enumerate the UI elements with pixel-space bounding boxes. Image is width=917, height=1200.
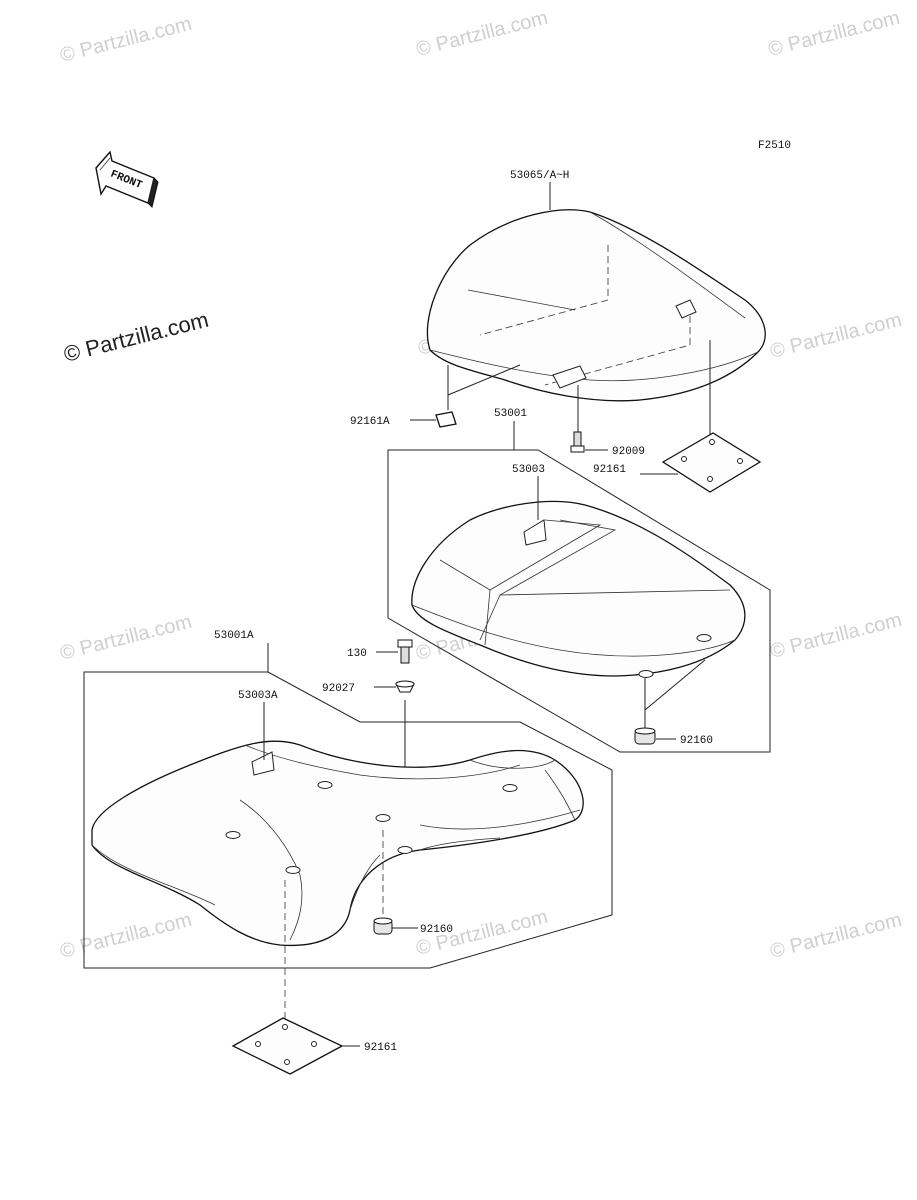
label-53001A: 53001A: [214, 630, 254, 642]
collar-92027: [395, 680, 415, 693]
diagram-code: F2510: [758, 140, 791, 152]
bolt-92009: [570, 431, 585, 453]
label-53001: 53001: [494, 408, 527, 420]
pad-92161-rear: [661, 432, 762, 493]
front-arrow-icon: FRONT: [95, 150, 159, 208]
watermark-text: © Partzilla.com: [766, 7, 902, 61]
pad-92161-front: [231, 1017, 344, 1075]
watermark-text: © Partzilla.com: [768, 909, 904, 963]
label-53003A: 53003A: [238, 690, 278, 702]
pad-92161A: [435, 411, 457, 428]
damper-92160-rear: [634, 727, 656, 745]
watermark-text: © Partzilla.com: [414, 7, 550, 61]
bolt-130: [397, 639, 413, 664]
label-92009: 92009: [612, 446, 645, 458]
label-53065: 53065/A~H: [510, 170, 569, 182]
seat-cover-53065: [426, 209, 766, 402]
seat-53001: [411, 500, 746, 678]
label-92161-front: 92161: [364, 1042, 397, 1054]
watermark-main-text: © Partzilla.com: [61, 307, 211, 367]
watermark-text: © Partzilla.com: [58, 611, 194, 665]
watermark-text: © Partzilla.com: [768, 309, 904, 363]
seat-53001A: [91, 740, 584, 947]
label-92161-rear: 92161: [593, 464, 626, 476]
label-92161A: 92161A: [350, 416, 390, 428]
watermark-text: © Partzilla.com: [58, 13, 194, 67]
label-53003: 53003: [512, 464, 545, 476]
damper-92160-front: [373, 917, 393, 935]
label-92027: 92027: [322, 683, 355, 695]
watermark-text: © Partzilla.com: [768, 609, 904, 663]
watermark-text: © Partzilla.com: [58, 909, 194, 963]
label-92160-front: 92160: [420, 924, 453, 936]
label-92160-rear: 92160: [680, 735, 713, 747]
label-130: 130: [347, 648, 367, 660]
